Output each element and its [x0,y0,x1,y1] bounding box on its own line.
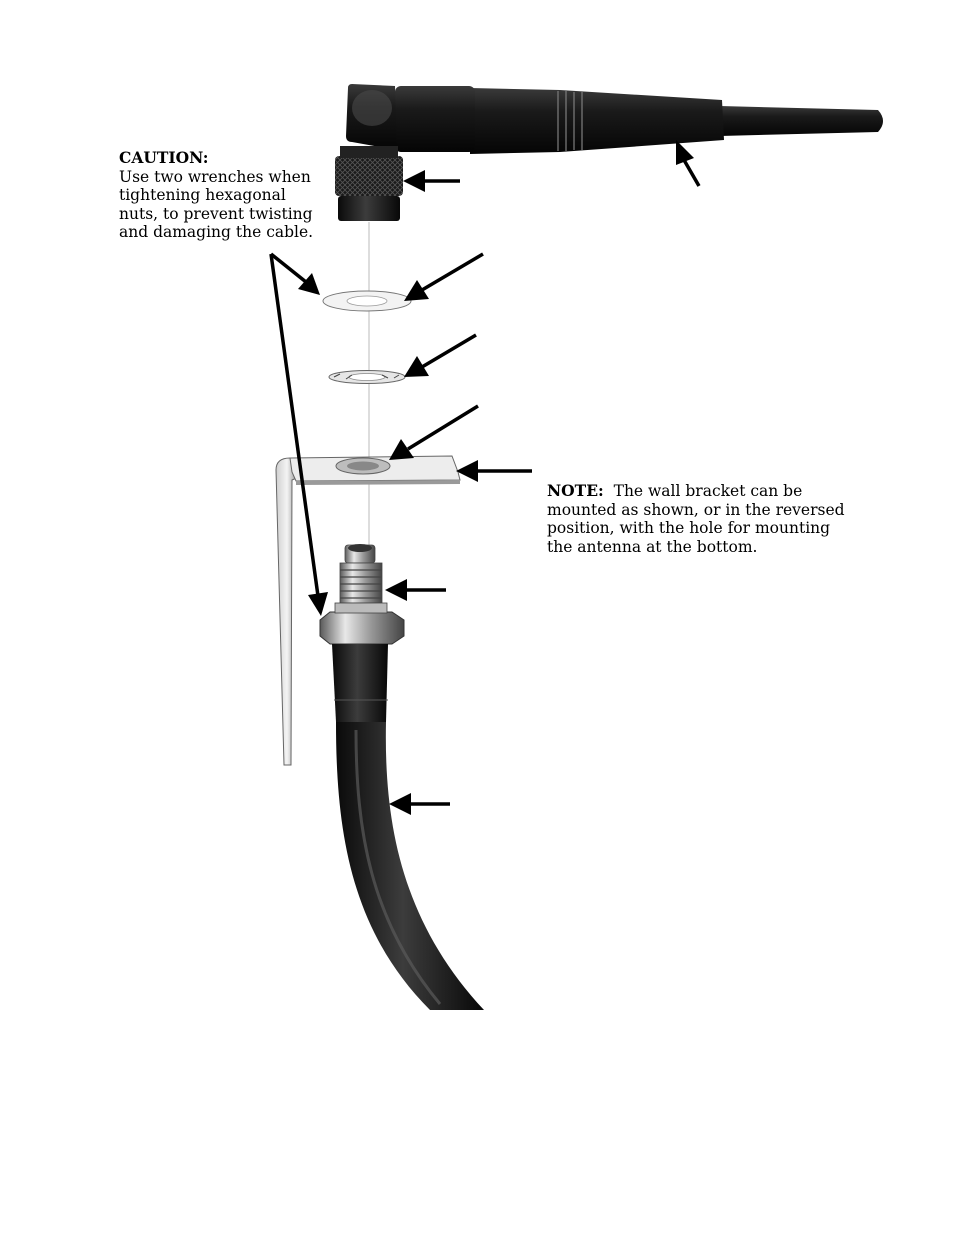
antenna-tapered-body [470,88,724,154]
antenna-whip [720,106,883,136]
arrow-lock-washer [404,333,477,377]
lock-washer [328,370,406,384]
arrow-wall-bracket [456,460,532,482]
caution-line: tightening hexagonal [119,186,286,204]
antenna-knurled-nut [335,156,403,196]
cable-crimp-sleeve [332,644,388,722]
coaxial-cable [336,722,484,1010]
arrow-coupling-nut [403,170,460,192]
caution-callout: CAUTION: Use two wrenches when tightenin… [119,148,319,242]
arrow-bracket-hole [389,404,479,460]
arrow-coaxial-cable [389,793,450,815]
note-heading: NOTE: [547,481,604,500]
pointer-arrows [269,140,701,815]
caution-line: nuts, to prevent twisting [119,204,313,223]
caution-heading: CAUTION: [119,148,209,167]
caution-line: and damaging the cable. [119,223,314,241]
arrow-flat-washer [404,252,484,301]
arrow-caution-hex-nut [269,253,328,616]
antenna [335,84,883,221]
antenna-grip-rings [557,91,583,151]
arrow-antenna [676,140,701,187]
note-callout: NOTE: The wall bracket can be mounted as… [547,481,847,556]
hex-nut [319,611,405,645]
bulkhead-connector [319,544,405,722]
caution-line: Use two wrenches when [119,167,311,186]
wall-bracket [275,455,461,766]
antenna-hinge-housing [395,86,475,152]
antenna-connector-base [338,196,400,221]
arrow-bulkhead-connector [385,579,446,601]
note-text: The wall bracket can be mounted as shown… [547,482,845,556]
flat-washer [322,290,412,312]
arrow-caution-washer [269,252,320,295]
